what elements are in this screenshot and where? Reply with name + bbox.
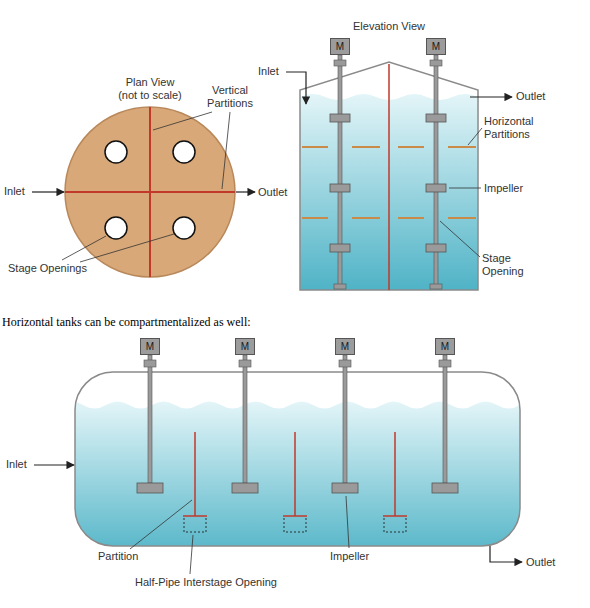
motor-box: M	[330, 38, 350, 55]
motor-label: M	[146, 341, 154, 353]
part-label: Partition	[98, 550, 138, 563]
part-label: Outlet	[526, 556, 555, 569]
motor-box: M	[140, 338, 160, 355]
part-label: Inlet	[6, 458, 27, 471]
vertical-partition	[65, 191, 235, 193]
part-label: Impeller	[330, 550, 369, 563]
outlet-arrow	[470, 96, 512, 97]
inlet-arrow	[34, 464, 74, 465]
leader-line	[222, 112, 230, 189]
impeller	[137, 483, 458, 493]
stage-opening	[173, 141, 195, 163]
tank-outline	[75, 372, 520, 546]
part-label: Outlet	[258, 186, 287, 199]
part-label: Half-Pipe Interstage Opening	[135, 576, 277, 589]
stage-opening	[105, 217, 127, 239]
motor-label: M	[341, 341, 349, 353]
leader-line	[468, 128, 482, 145]
inlet-arrow	[32, 191, 64, 192]
part-label: Vertical Partitions	[200, 84, 260, 110]
inlet-arrow	[286, 72, 306, 104]
motor-box: M	[435, 338, 455, 355]
motor-box: M	[335, 338, 355, 355]
motor-label: M	[441, 341, 449, 353]
leader-line	[346, 496, 349, 548]
horizontal-tank	[34, 355, 540, 574]
half-pipe-opening	[184, 518, 406, 532]
mixer-shaft	[334, 55, 442, 289]
leader-line	[80, 234, 174, 262]
motor-label: M	[241, 341, 249, 353]
outlet-arrow	[236, 191, 255, 192]
vertical-partition	[388, 64, 390, 290]
mixer-shaft	[144, 355, 451, 483]
leader-line	[130, 500, 192, 549]
horizontal-partition	[302, 147, 476, 218]
leader-line	[449, 188, 481, 189]
stage-opening	[105, 141, 127, 163]
elevation-view	[286, 55, 512, 290]
plan-view	[32, 107, 255, 277]
part-label: Impeller	[484, 182, 523, 195]
tank-plan	[65, 107, 235, 277]
water	[75, 402, 520, 547]
partition	[183, 432, 407, 516]
part-label: Outlet	[516, 90, 545, 103]
part-label: Inlet	[4, 185, 25, 198]
tank-outline	[300, 62, 478, 290]
leader-line	[190, 535, 193, 574]
leader-line	[440, 221, 480, 257]
part-label: Stage Opening	[482, 252, 542, 278]
motor-label: M	[432, 41, 440, 53]
part-label: Plan View (not to scale)	[117, 76, 183, 102]
stage-opening	[173, 217, 195, 239]
part-label: Elevation View	[339, 20, 439, 33]
motor-box: M	[235, 338, 255, 355]
motor-label: M	[336, 41, 344, 53]
part-label: Stage Openings	[8, 262, 87, 275]
impeller	[330, 114, 446, 252]
leader-line	[153, 112, 212, 130]
part-label: Inlet	[258, 65, 279, 78]
part-label: Horizontal Partitions	[484, 115, 554, 141]
motor-box: M	[426, 38, 446, 55]
outlet-arrow	[490, 546, 522, 562]
note-text: Horizontal tanks can be compartmentalize…	[2, 316, 251, 329]
